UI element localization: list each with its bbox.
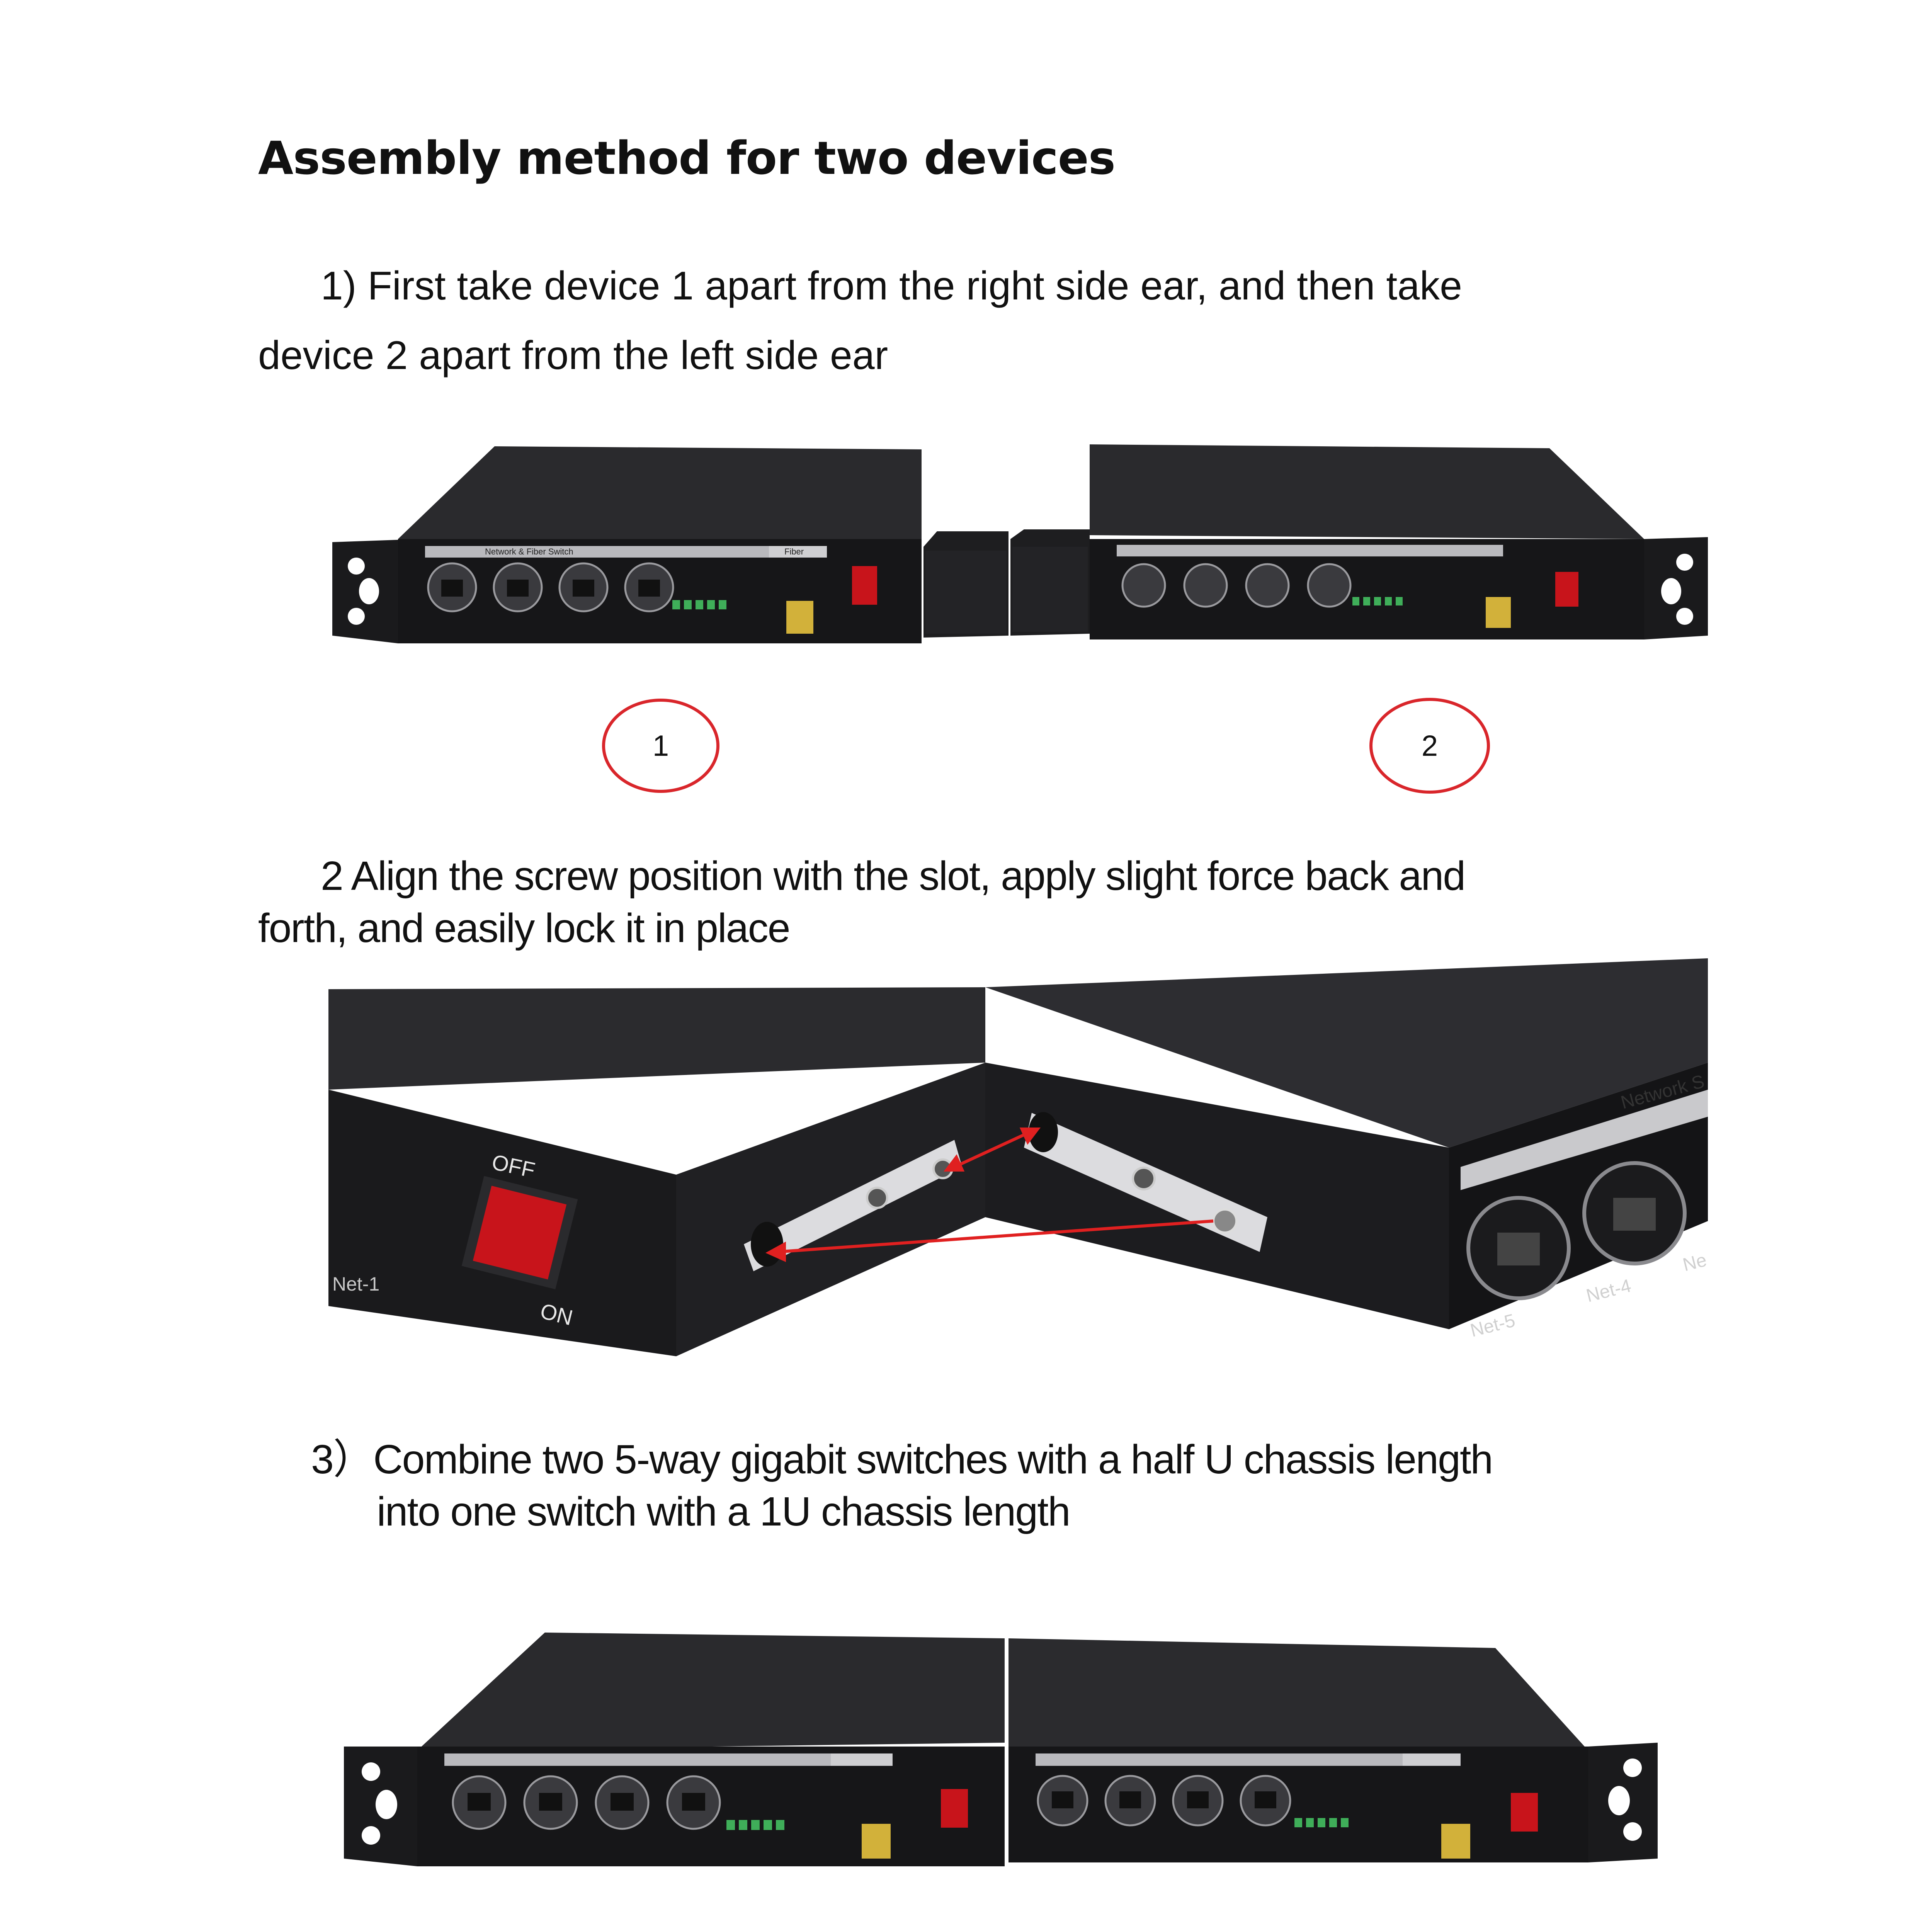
- rack-ear-right: [1588, 1743, 1658, 1862]
- combined-switch-a[interactable]: [941, 1789, 968, 1828]
- rack-ear-left: [344, 1747, 417, 1866]
- marker-2-label: 2: [1422, 730, 1438, 762]
- combined-ports-b: [1037, 1775, 1291, 1827]
- marker-1-label: 1: [653, 730, 669, 762]
- device-2: [1090, 444, 1708, 639]
- marker-device-1: 1: [602, 699, 719, 793]
- combined-switch-b[interactable]: [1511, 1793, 1538, 1832]
- step2-line2: forth, and easily lock it in place: [258, 905, 791, 951]
- photo-lock-closeup: OFF ON Net-1 Network S Net-5 Net-4 Ne: [328, 951, 1708, 1368]
- device-1: Network & Fiber Switch Fiber: [332, 446, 922, 643]
- step3-line1: 3）Combine two 5-way gigabit switches wit…: [311, 1437, 1493, 1482]
- closeup-rj45-ports: [1466, 1161, 1687, 1300]
- closeup-power-switch[interactable]: [461, 1176, 578, 1289]
- fiber-label: Fiber: [784, 547, 804, 556]
- step1-line1: 1) First take device 1 apart from the ri…: [321, 264, 1462, 308]
- step1-line2: device 2 apart from the left side ear: [258, 333, 888, 378]
- photo-devices-separated: Network & Fiber Switch Fiber: [332, 444, 1708, 643]
- photo-combined-switch: [344, 1633, 1658, 1866]
- alignment-arrows: [765, 1128, 1214, 1262]
- closeup-net1-label: Net-1: [332, 1273, 379, 1295]
- step2-line1: 2 Align the screw position with the slot…: [321, 853, 1466, 899]
- power-switch[interactable]: [852, 566, 877, 605]
- step3-line2: into one switch with a 1U chassis length: [377, 1489, 1071, 1534]
- removed-ears: [923, 529, 1090, 638]
- led-bank: [672, 600, 726, 609]
- panel-label: Network & Fiber Switch: [485, 547, 573, 556]
- right-lock-bracket: [1024, 1112, 1267, 1252]
- marker-device-2: 2: [1369, 698, 1490, 794]
- page-title: Assembly method for two devices: [258, 131, 1116, 185]
